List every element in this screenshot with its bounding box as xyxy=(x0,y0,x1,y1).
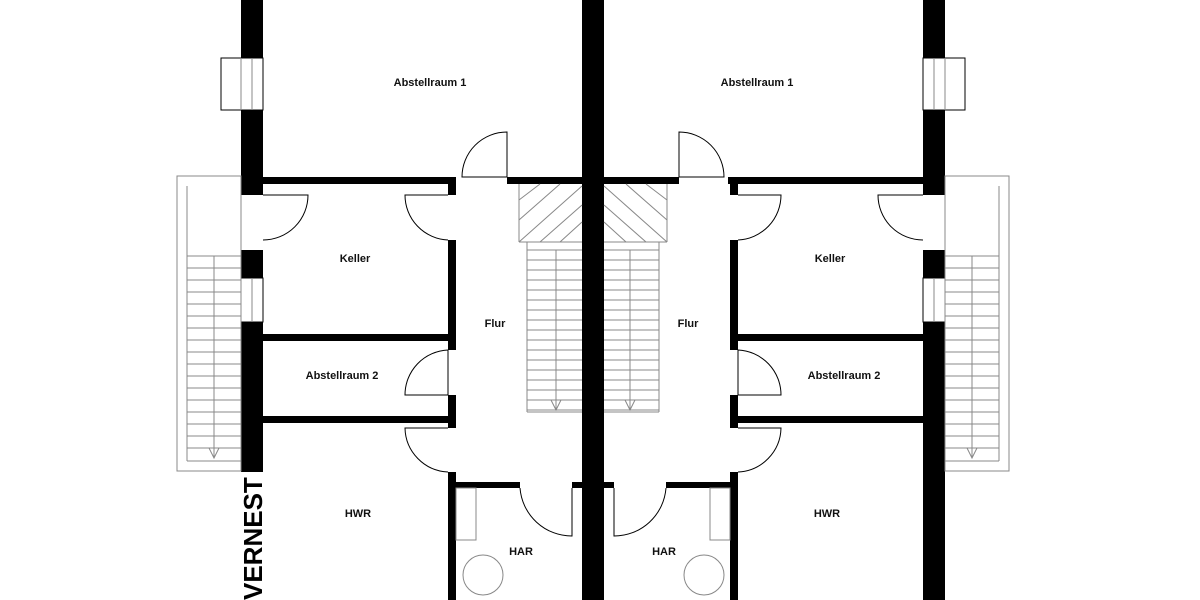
room-label-flur-right: Flur xyxy=(678,318,699,330)
room-label-hwr-left: HWR xyxy=(345,508,371,520)
fixtures xyxy=(455,487,731,596)
interior-stair-right xyxy=(603,183,668,413)
room-label-abstellraum-1-right: Abstellraum 1 xyxy=(721,77,794,89)
room-label-keller-right: Keller xyxy=(815,253,846,265)
room-label-abstellraum-1-left: Abstellraum 1 xyxy=(394,77,467,89)
interior-stair-left xyxy=(518,183,583,413)
watermark-text: VERNEST xyxy=(238,477,268,600)
room-label-har-right: HAR xyxy=(652,546,676,558)
room-label-keller-left: Keller xyxy=(340,253,371,265)
windows xyxy=(220,57,966,323)
exterior-stair-left xyxy=(176,175,242,472)
room-label-flur-left: Flur xyxy=(485,318,506,330)
room-label-hwr-right: HWR xyxy=(814,508,840,520)
room-label-abstellraum-2-right: Abstellraum 2 xyxy=(808,370,881,382)
walls xyxy=(241,0,945,600)
exterior-stair-right xyxy=(944,175,1010,472)
doors xyxy=(262,131,924,537)
room-label-abstellraum-2-left: Abstellraum 2 xyxy=(306,370,379,382)
room-label-har-left: HAR xyxy=(509,546,533,558)
